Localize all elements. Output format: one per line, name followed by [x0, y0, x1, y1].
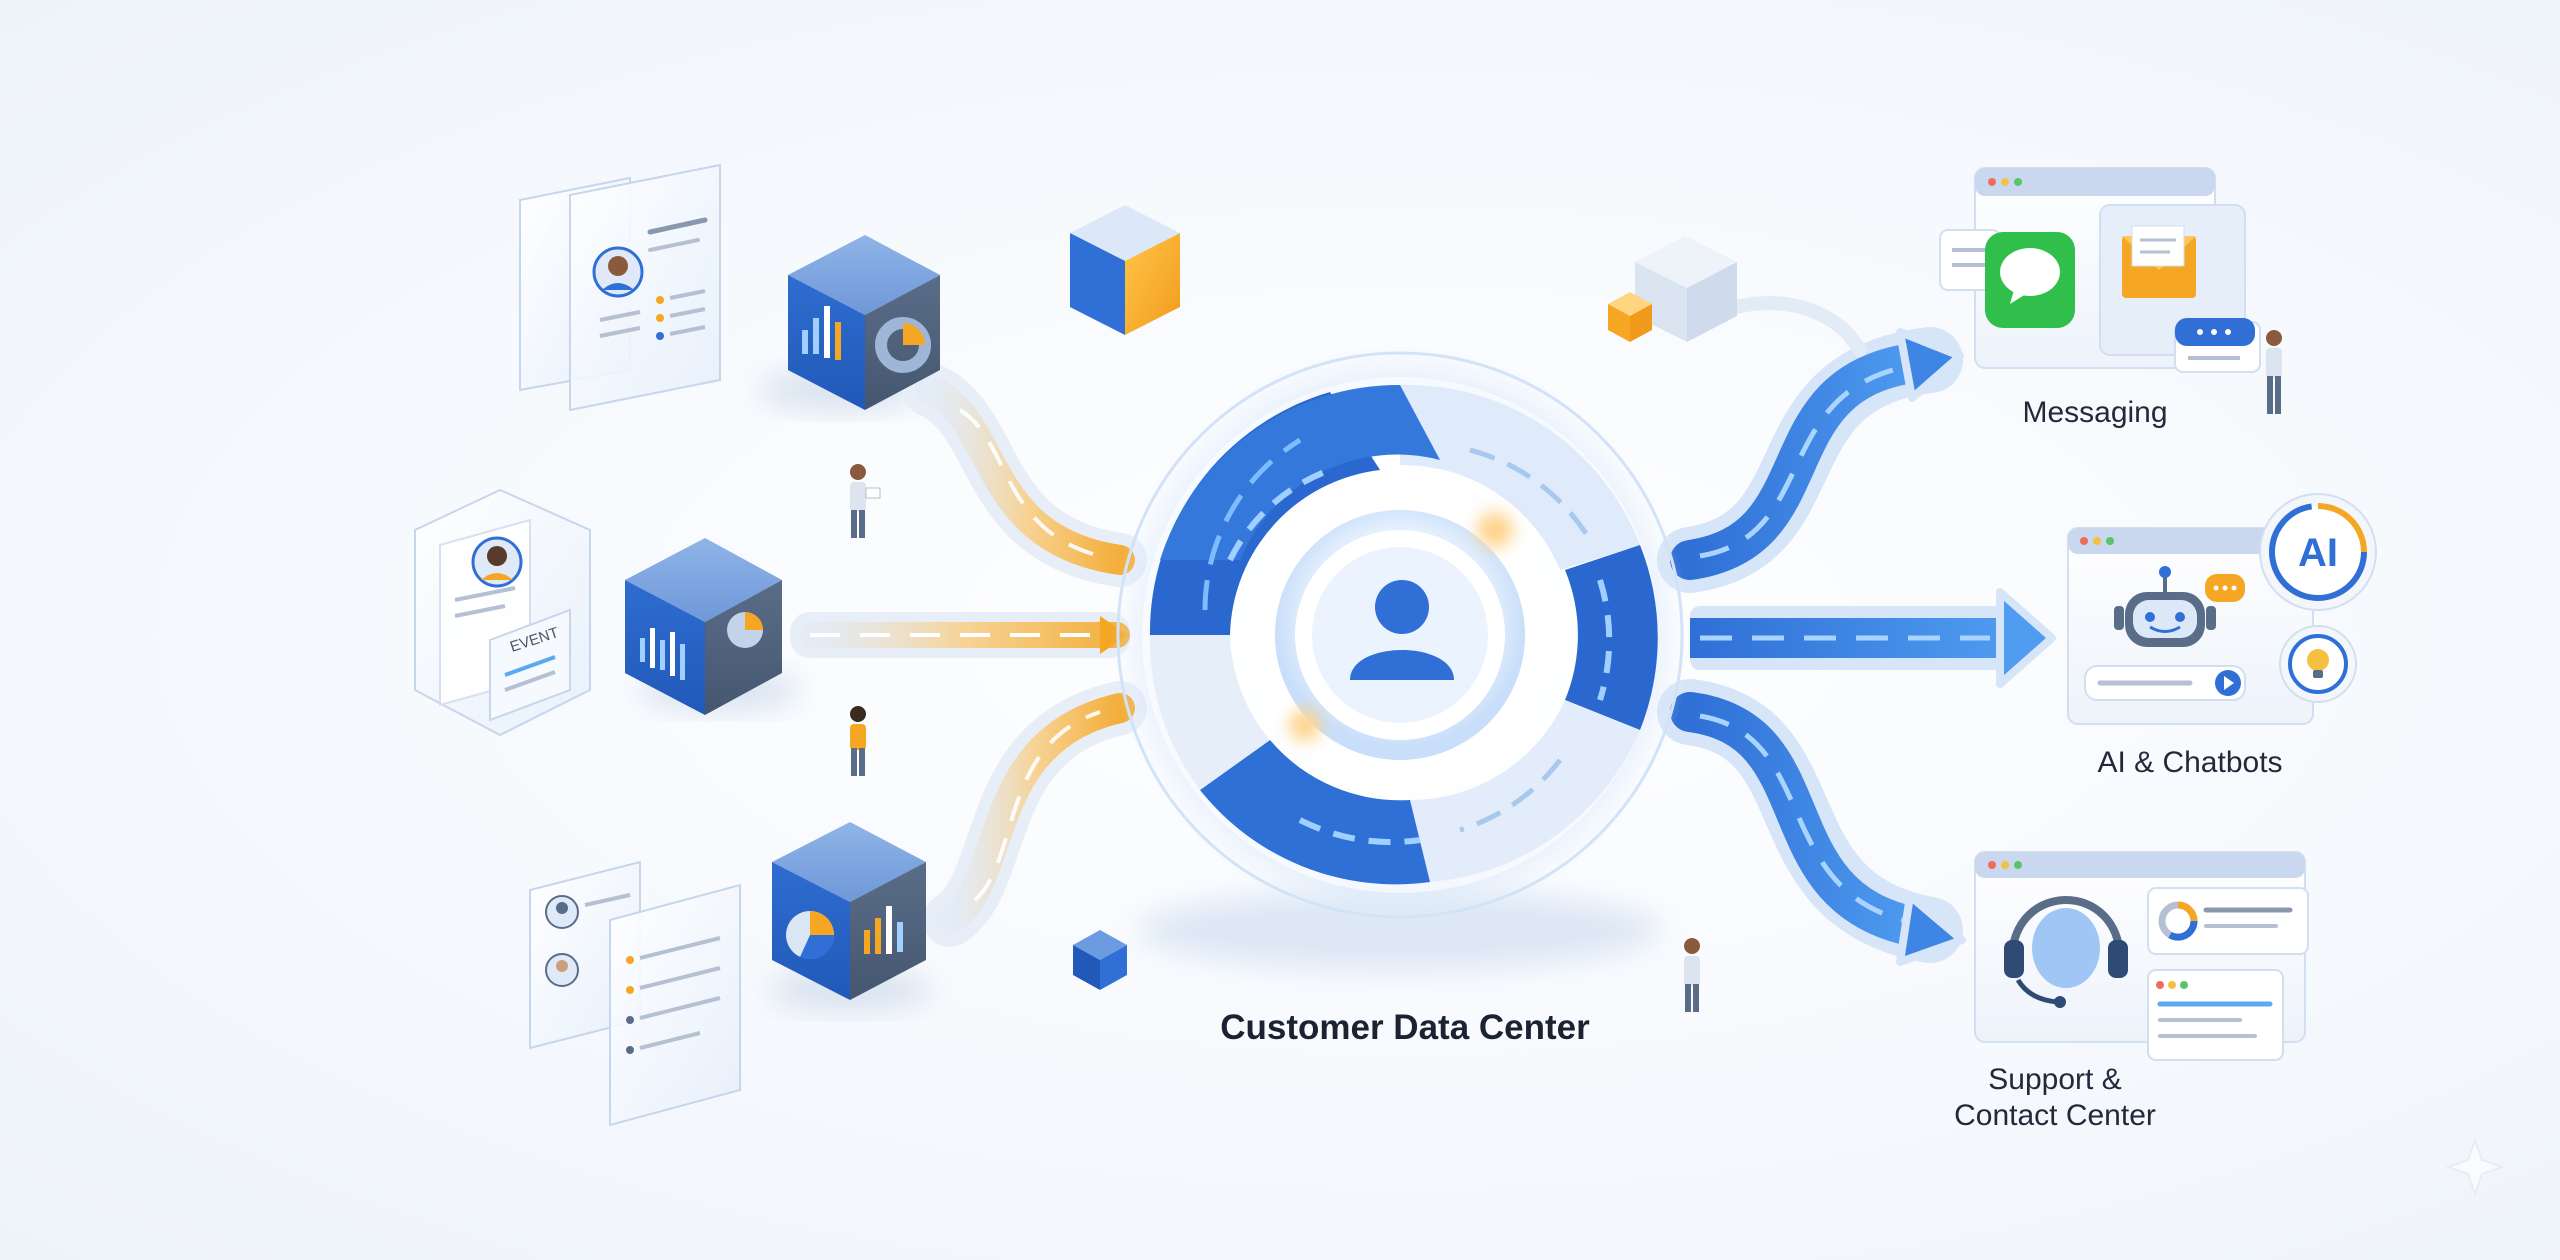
- ai-badge-text: AI: [2298, 531, 2338, 575]
- profile-event-cards: EVENT: [414, 488, 591, 737]
- support-label-line2: Contact Center: [1954, 1099, 2156, 1132]
- input-flow-middle: [790, 612, 1130, 658]
- output-flow-ai: [1690, 588, 2056, 688]
- headset-icon: [2004, 896, 2128, 1008]
- person-figure-3: [1684, 938, 1700, 1012]
- analytics-cube-top: [788, 235, 940, 410]
- ai-chatbots-label: AI & Chatbots: [2097, 746, 2283, 779]
- person-figure-4: [2266, 330, 2282, 414]
- profile-cards-top: [519, 163, 721, 412]
- support-label-line1: Support &: [1988, 1063, 2122, 1096]
- analytics-cube-middle: [625, 538, 782, 715]
- customer-person-icon: [1350, 580, 1454, 680]
- sparkle-icon: [2444, 1136, 2506, 1198]
- person-figure-2: [850, 706, 866, 776]
- messaging-window: [1939, 167, 2261, 373]
- customer-data-center-label: Customer Data Center: [1220, 1008, 1590, 1047]
- robot-icon: [2114, 566, 2216, 647]
- input-flow-top: [903, 363, 1147, 587]
- document-cards-bottom: [529, 860, 741, 1127]
- analytics-cube-bottom: [772, 822, 926, 1000]
- floating-cube-glass: [1608, 236, 1867, 357]
- person-figure-1: [850, 464, 881, 538]
- output-flow-support: [1657, 679, 1966, 966]
- floating-cube-orange: [1070, 205, 1180, 335]
- ai-badge: AI: [2259, 493, 2377, 611]
- output-flow-messaging: [1657, 327, 1964, 593]
- lightbulb-icon: [2279, 625, 2357, 703]
- customer-data-hub: [1110, 345, 1690, 925]
- support-contact-center-label: Support & Contact Center: [1860, 1062, 2250, 1134]
- input-flow-bottom: [923, 681, 1147, 947]
- floating-cube-small-blue: [1073, 930, 1127, 990]
- support-window: [1974, 851, 2309, 1061]
- messaging-label: Messaging: [2022, 396, 2168, 429]
- ai-chatbot-window: [2067, 527, 2314, 725]
